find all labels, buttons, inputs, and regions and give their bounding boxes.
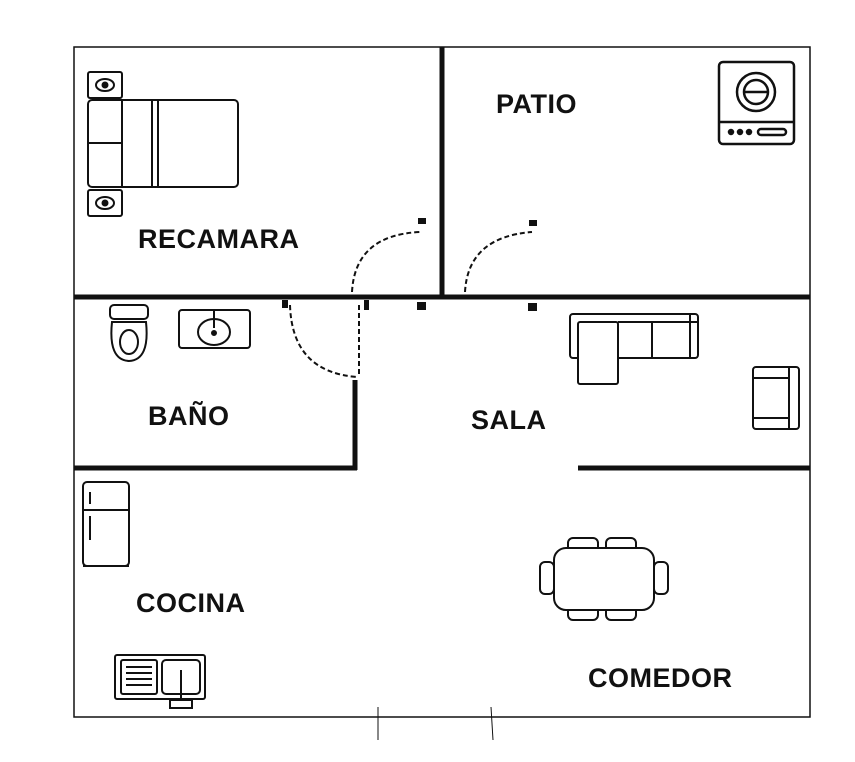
toilet-icon — [109, 304, 149, 363]
room-label-comedor: COMEDOR — [588, 663, 733, 693]
room-label-patio: PATIO — [496, 89, 577, 119]
room-label-bano: BAÑO — [148, 401, 230, 431]
bathroom-sink-icon — [178, 309, 251, 349]
armchair-icon — [752, 366, 800, 430]
bed-icon — [87, 71, 239, 217]
door-jambs — [282, 218, 537, 311]
kitchen-sink-icon — [114, 654, 206, 709]
entrance-marks — [377, 706, 494, 741]
room-label-cocina: COCINA — [136, 588, 246, 618]
washing-machine-icon — [717, 60, 796, 146]
door-swings — [289, 231, 533, 378]
refrigerator-icon — [82, 481, 130, 567]
sofa-icon — [569, 313, 699, 385]
interior-walls — [74, 47, 810, 471]
dining-table-icon — [539, 537, 669, 621]
room-label-sala: SALA — [471, 405, 547, 435]
room-label-recamara: RECAMARA — [138, 224, 300, 254]
